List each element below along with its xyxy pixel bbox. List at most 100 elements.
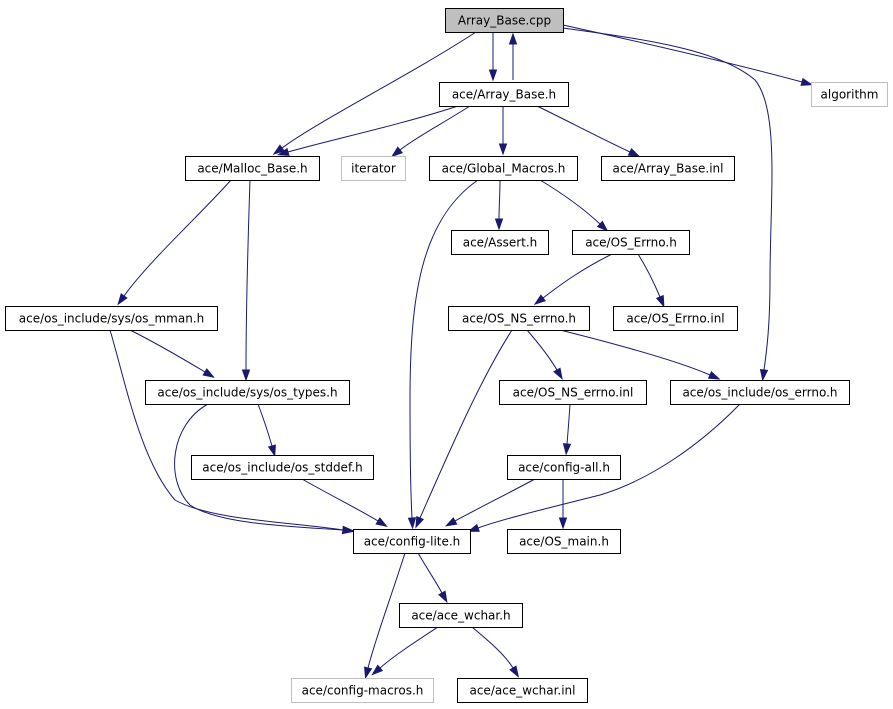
node-label: ace/OS_NS_errno.h	[462, 312, 576, 326]
edge-ace_global_macros_h-to-ace_assert_h	[494, 179, 504, 231]
node-label: ace/OS_main.h	[519, 535, 609, 549]
node-ace-array-base-inl[interactable]: ace/Array_Base.inl	[601, 156, 735, 181]
edge-arrowhead	[202, 368, 215, 378]
node-ace-array-base-h[interactable]: ace/Array_Base.h	[439, 82, 569, 107]
node-ace-os-include-sys-os-mman-h[interactable]: ace/os_include/sys/os_mman.h	[5, 306, 218, 331]
edge-line	[379, 626, 439, 669]
node-label: ace/ace_wchar.inl	[469, 684, 575, 698]
node-label: ace/OS_NS_errno.inl	[513, 386, 634, 400]
node-label: Array_Base.cpp	[458, 14, 551, 28]
edge-arrowhead	[117, 293, 128, 306]
node-ace-malloc-base-h[interactable]: ace/Malloc_Base.h	[185, 156, 320, 181]
node-ace-os-main-h[interactable]: ace/OS_main.h	[507, 529, 621, 554]
node-label: ace/os_include/sys/os_types.h	[157, 386, 337, 400]
node-ace-os-include-os-stddef-h[interactable]: ace/os_include/os_stddef.h	[191, 455, 374, 480]
node-box	[399, 603, 523, 628]
node-ace-os-ns-errno-h[interactable]: ace/OS_NS_errno.h	[448, 306, 590, 331]
edge-ace_os_include_sys_os_types_h-to-ace_config_lite_h	[174, 403, 355, 535]
node-box	[5, 306, 218, 331]
edge-ace_global_macros_h-to-ace_config_lite_h	[407, 179, 479, 530]
edge-arrowhead	[498, 143, 508, 156]
edge-ace_malloc_base_h-to-ace_os_include_sys_os_mman_h	[117, 179, 232, 306]
edge-line	[174, 403, 344, 531]
edge-arrowhead	[375, 517, 388, 528]
edge-line	[287, 105, 459, 153]
edge-ace_os_ns_errno_inl-to-ace_config_all_h	[562, 403, 572, 456]
edge-arrowhead	[467, 523, 480, 532]
edge-line	[301, 478, 379, 522]
edge-line	[367, 552, 406, 669]
node-ace-assert-h[interactable]: ace/Assert.h	[451, 230, 549, 255]
node-algorithm: algorithm	[811, 82, 888, 107]
edge-arrowhead	[488, 69, 498, 82]
edge-ace_os_include_sys_os_types_h-to-ace_os_include_os_stddef_h	[257, 403, 276, 458]
edge-ace_global_macros_h-to-ace_os_errno_h	[539, 179, 609, 232]
node-ace-os-include-os-errno-h[interactable]: ace/os_include/os_errno.h	[670, 380, 850, 405]
node-box	[457, 678, 588, 703]
node-box	[601, 156, 735, 181]
node-ace-global-macros-h[interactable]: ace/Global_Macros.h	[429, 156, 578, 181]
edge-line	[257, 403, 273, 447]
edge-array_base_cpp-to-algorithm	[562, 24, 814, 86]
edge-arrowhead	[655, 294, 665, 308]
edge-ace_os_errno_h-to-ace_os_ns_errno_h	[533, 253, 613, 305]
edge-ace_array_base_h-to-array_base_cpp	[508, 32, 518, 80]
edge-ace_array_base_h-to-ace_global_macros_h	[498, 106, 508, 156]
node-label: ace/config-macros.h	[302, 684, 424, 698]
edge-line	[477, 403, 741, 529]
node-box	[451, 230, 549, 255]
edge-ace_config_all_h-to-ace_os_main_h	[558, 478, 568, 530]
edge-arrowhead	[364, 666, 373, 680]
edge-line	[536, 105, 631, 153]
edge-arrowhead	[438, 590, 448, 604]
edge-arrowhead	[509, 665, 520, 678]
node-label: ace/config-all.h	[518, 461, 610, 475]
edge-ace_config_lite_h-to-ace_ace_wchar_h	[417, 552, 448, 604]
node-label: ace/OS_Errno.h	[585, 236, 677, 250]
edge-arrowhead	[415, 515, 425, 529]
node-box	[353, 529, 471, 554]
edge-arrowhead	[558, 517, 568, 530]
edge-line	[123, 179, 232, 297]
edge-arrowhead	[759, 368, 769, 382]
node-ace-config-lite-h[interactable]: ace/config-lite.h	[353, 529, 471, 554]
node-box	[445, 8, 564, 33]
node-label: ace/os_include/os_stddef.h	[202, 461, 362, 475]
node-label: ace/Assert.h	[463, 236, 538, 250]
edges-layer	[109, 24, 814, 680]
node-ace-os-errno-inl[interactable]: ace/OS_Errno.inl	[613, 306, 738, 331]
edge-arrowhead	[494, 218, 504, 231]
node-ace-config-all-h[interactable]: ace/config-all.h	[507, 455, 621, 480]
node-ace-ace-wchar-h[interactable]: ace/ace_wchar.h	[399, 603, 523, 628]
node-label: ace/ace_wchar.h	[411, 609, 510, 623]
edge-ace_os_include_os_errno_h-to-ace_config_lite_h	[467, 403, 741, 532]
edge-arrowhead	[371, 664, 384, 676]
edge-ace_os_errno_h-to-ace_os_errno_inl	[637, 253, 665, 308]
edge-ace_config_all_h-to-ace_config_lite_h	[444, 478, 536, 527]
node-ace-os-include-sys-os-types-h[interactable]: ace/os_include/sys/os_types.h	[145, 380, 350, 405]
edge-line	[417, 552, 443, 594]
edge-ace_os_include_sys_os_mman_h-to-ace_config_lite_h	[109, 329, 355, 535]
edge-arrowhead	[533, 294, 546, 305]
edge-line	[471, 626, 514, 669]
edge-arrowhead	[627, 147, 641, 157]
edge-ace_array_base_h-to-iterator	[391, 105, 471, 158]
node-ace-config-macros-h: ace/config-macros.h	[291, 678, 434, 703]
node-ace-ace-wchar-inl[interactable]: ace/ace_wchar.inl	[457, 678, 588, 703]
edge-array_base_cpp-to-ace_malloc_base_h	[272, 31, 477, 155]
edge-line	[539, 179, 601, 225]
edge-arrowhead	[553, 367, 563, 380]
edge-line	[526, 329, 558, 371]
node-ace-os-ns-errno-inl[interactable]: ace/OS_NS_errno.inl	[499, 380, 647, 405]
node-box	[185, 156, 320, 181]
edge-line	[109, 329, 344, 531]
node-array-base-cpp[interactable]: Array_Base.cpp	[445, 8, 564, 33]
node-ace-os-errno-h[interactable]: ace/OS_Errno.h	[572, 230, 690, 255]
edge-arrowhead	[444, 517, 458, 527]
node-box	[613, 306, 738, 331]
edge-arrowhead	[342, 525, 355, 535]
edge-ace_config_lite_h-to-ace_config_macros_h	[364, 552, 406, 680]
edge-arrowhead	[272, 144, 285, 155]
edge-arrowhead	[241, 369, 251, 382]
